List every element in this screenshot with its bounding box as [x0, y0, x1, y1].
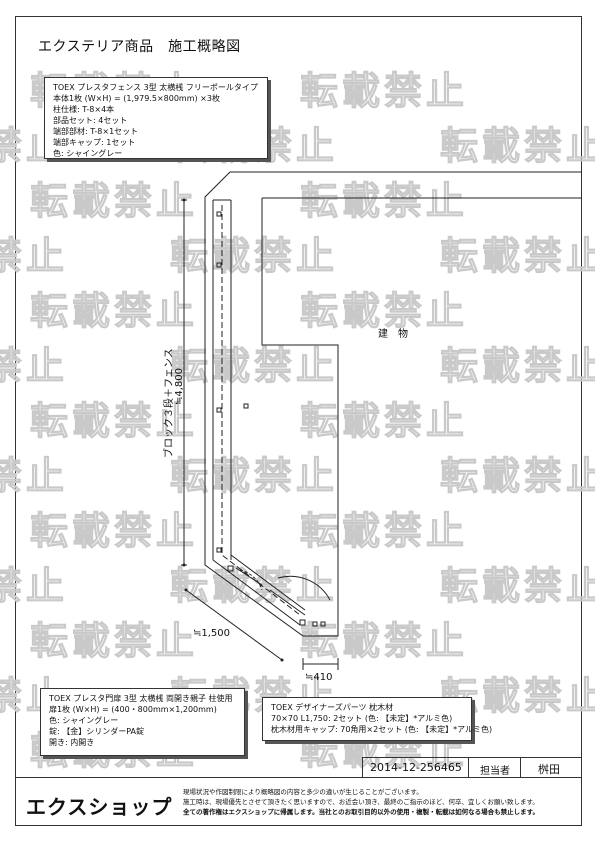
diagonal-dimension-value: ≒1,500: [193, 628, 231, 639]
footer-notes: 現場状況や作図制限により概略図の内容と多少の違いが生じることがございます。 施工…: [183, 787, 539, 817]
footer-cell-border: [468, 757, 469, 777]
footer-cell-border: [362, 757, 363, 777]
spec-line: 開き: 内開き: [49, 738, 95, 747]
gate-leaf-2: [269, 589, 306, 616]
spec-line: 端部部材: T-8×1セット: [53, 127, 139, 136]
gate-leaf: [235, 567, 263, 586]
page-frame: [15, 16, 582, 826]
post: [216, 407, 222, 413]
spec-line: TOEX デザイナーズパーツ 枕木材: [271, 703, 394, 712]
fence-centerline: [221, 205, 301, 616]
note-line: 全ての著作権はエクスショップに帰属します。当社とのお取引目的以外の使用・複製・転…: [183, 808, 539, 816]
post: [320, 621, 326, 627]
spec-line: 部品セット: 4セット: [53, 116, 128, 125]
gate-spec-box: TOEX プレスタ門扉 3型 太横桟 両開き親子 柱使用 扉1枚 (W×H) =…: [40, 688, 245, 756]
post: [312, 621, 318, 627]
dim-line-diagonal: [185, 589, 283, 661]
fence-inner-3: [212, 559, 301, 626]
post: [216, 262, 222, 268]
fence-spec-box: TOEX プレスタフェンス 3型 太横桟 フリーポールタイプ 本体1枚 (W×H…: [44, 77, 268, 159]
post: [299, 619, 306, 626]
post: [216, 211, 222, 217]
spec-line: 端部キャップ: 1セット: [53, 138, 136, 147]
spec-line: 色: シャイングレー: [53, 149, 123, 158]
fence-inner-4: [230, 554, 306, 611]
building-wall: [261, 198, 339, 637]
post: [216, 547, 222, 553]
spec-line: TOEX プレスタフェンス 3型 太横桟 フリーポールタイプ: [53, 83, 258, 92]
note-line: 施工時は、現場優先とさせて頂きたく思いますので、お近会い頂き、最終のご指示のほど…: [183, 798, 539, 806]
spec-line: 枕木材用キャップ: 70角用×2セット (色: 【未定】*アルミ色): [271, 725, 493, 734]
post: [243, 403, 249, 409]
footer-cell-border: [520, 757, 521, 777]
vertical-dimension-label: ブロック３段＋フェンス: [164, 348, 175, 458]
footer-divider: [362, 757, 581, 758]
spec-line: 70×70 L1,750: 2セット (色: 【未定】*アルミ色): [271, 714, 453, 723]
footer-divider: [16, 777, 581, 778]
person-name: 桝田: [538, 763, 560, 776]
vertical-dimension-value: ≒4,800: [174, 367, 185, 405]
spec-line: 錠: 【金】シリンダーPA錠: [49, 727, 145, 736]
spec-line: 色: シャイングレー: [49, 716, 119, 725]
gate-swing-arc-1: [239, 569, 263, 591]
spec-line: 本体1枚 (W×H) = (1,979.5×800mm) ×3枚: [53, 94, 220, 103]
note-line: 現場状況や作図制限により概略図の内容と多少の違いが生じることがございます。: [183, 788, 423, 796]
spec-line: TOEX プレスタ門扉 3型 太横桟 両開き親子 柱使用: [49, 694, 233, 703]
company-logo: エクスショップ: [26, 795, 173, 819]
person-label: 担当者: [480, 766, 510, 777]
post: [227, 565, 234, 572]
gate-dimension-value: ≒410: [305, 672, 333, 683]
page-title: エクステリア商品 施工概略図: [38, 39, 241, 55]
fence-outer: [204, 171, 304, 637]
spec-line: 扉1枚 (W×H) = (400・800mm×1,200mm): [49, 705, 217, 714]
document-number: 2014-12-256465: [370, 761, 462, 774]
spec-line: 柱仕様: T-8×4本: [53, 105, 115, 114]
building-label: 建 物: [378, 329, 408, 340]
post-spec-box: TOEX デザイナーズパーツ 枕木材 70×70 L1,750: 2セット (色…: [262, 697, 493, 741]
gate-swing-arc-2: [277, 575, 331, 601]
